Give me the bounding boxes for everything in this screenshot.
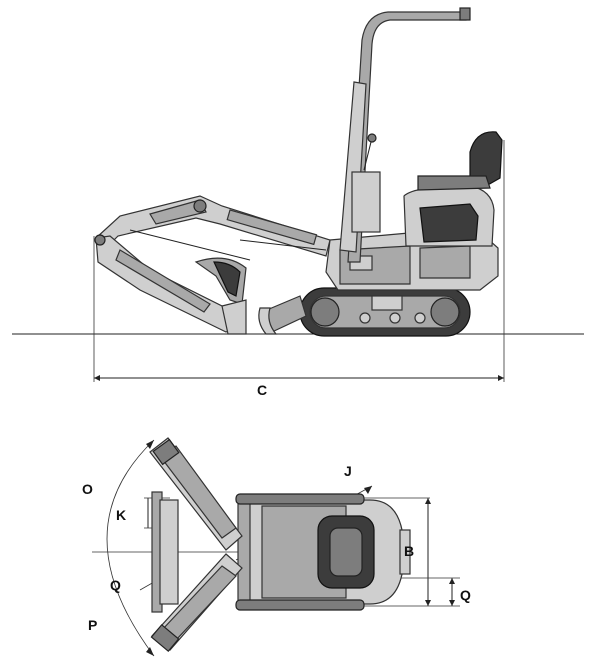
label-q-right: Q: [460, 587, 471, 603]
label-c: C: [257, 382, 267, 398]
swing-arc-arrow-top: [146, 440, 154, 449]
top-tracks: [235, 493, 365, 611]
top-body: [237, 499, 411, 605]
swing-arc-arrow-bottom: [146, 647, 154, 656]
boom: [95, 195, 331, 257]
dimension-c-arrow-right: [498, 375, 504, 381]
arm: [94, 234, 241, 333]
label-o: O: [82, 481, 93, 497]
label-j: J: [344, 463, 352, 479]
label-p: P: [88, 617, 97, 633]
hydraulic-cylinders: [129, 229, 327, 261]
top-boom-swung-up: [149, 437, 243, 551]
control-levers: [351, 133, 381, 233]
top-dozer-blade: [151, 491, 179, 613]
operator-seat: [403, 131, 503, 247]
top-view: O K Q P J B Q: [82, 437, 471, 657]
side-view: C: [12, 7, 584, 398]
swing-arc: [106, 439, 155, 657]
label-b: B: [404, 543, 414, 559]
dimension-c-arrow-left: [94, 375, 100, 381]
dozer-blade: [258, 295, 307, 335]
top-boom-swung-down: [150, 553, 243, 653]
crawler-track: [299, 287, 471, 337]
bucket: [194, 257, 247, 335]
rops-frame: [339, 7, 471, 263]
label-q-left: Q: [110, 577, 121, 593]
label-k: K: [116, 507, 126, 523]
